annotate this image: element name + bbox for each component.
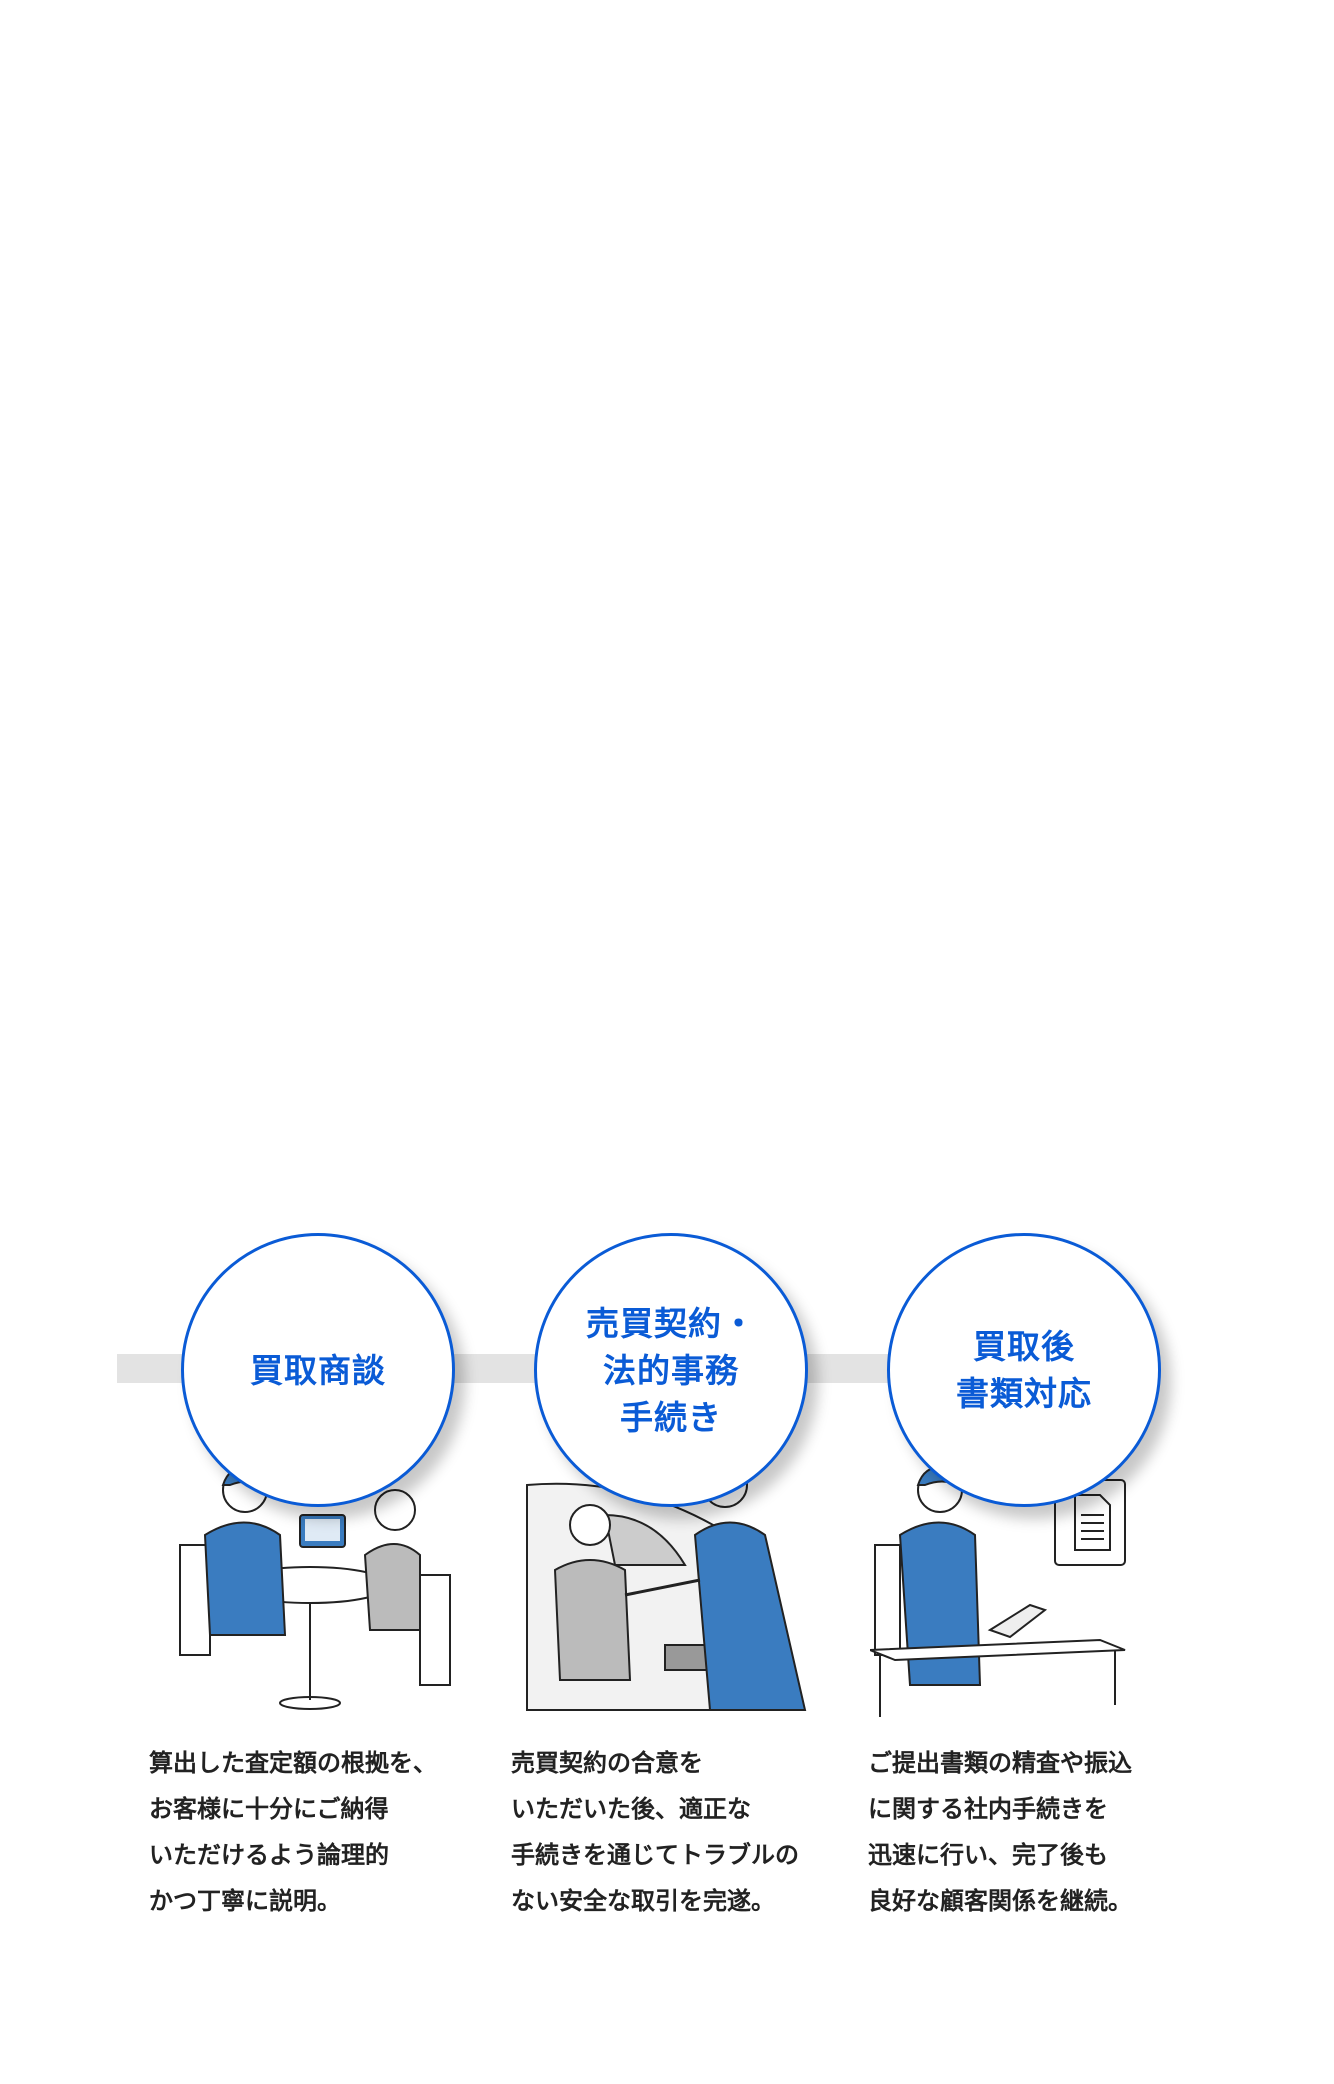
step-1-description: 算出した査定額の根拠を、 お客様に十分にご納得 いただけるよう論理的 かつ丁寧に… [149, 1749, 437, 1915]
step-1-title: 買取商談 [250, 1350, 386, 1390]
step-3-title: 買取後 書類対応 [956, 1327, 1092, 1413]
step-1-circle: 買取商談 [181, 1233, 455, 1507]
step-2-circle: 売買契約・ 法的事務 手続き [534, 1233, 808, 1507]
step-3-description: ご提出書類の精査や振込 に関する社内手続きを 迅速に行い、完了後も 良好な顧客関… [868, 1749, 1132, 1915]
step-2-title: 売買契約・ 法的事務 手続き [586, 1303, 756, 1437]
step-3-circle: 買取後 書類対応 [887, 1233, 1161, 1507]
negotiation-illustration [179, 1465, 451, 1710]
step-2-description: 売買契約の合意を いただいた後、適正な 手続きを通じてトラブルの ない安全な取引… [511, 1749, 799, 1915]
